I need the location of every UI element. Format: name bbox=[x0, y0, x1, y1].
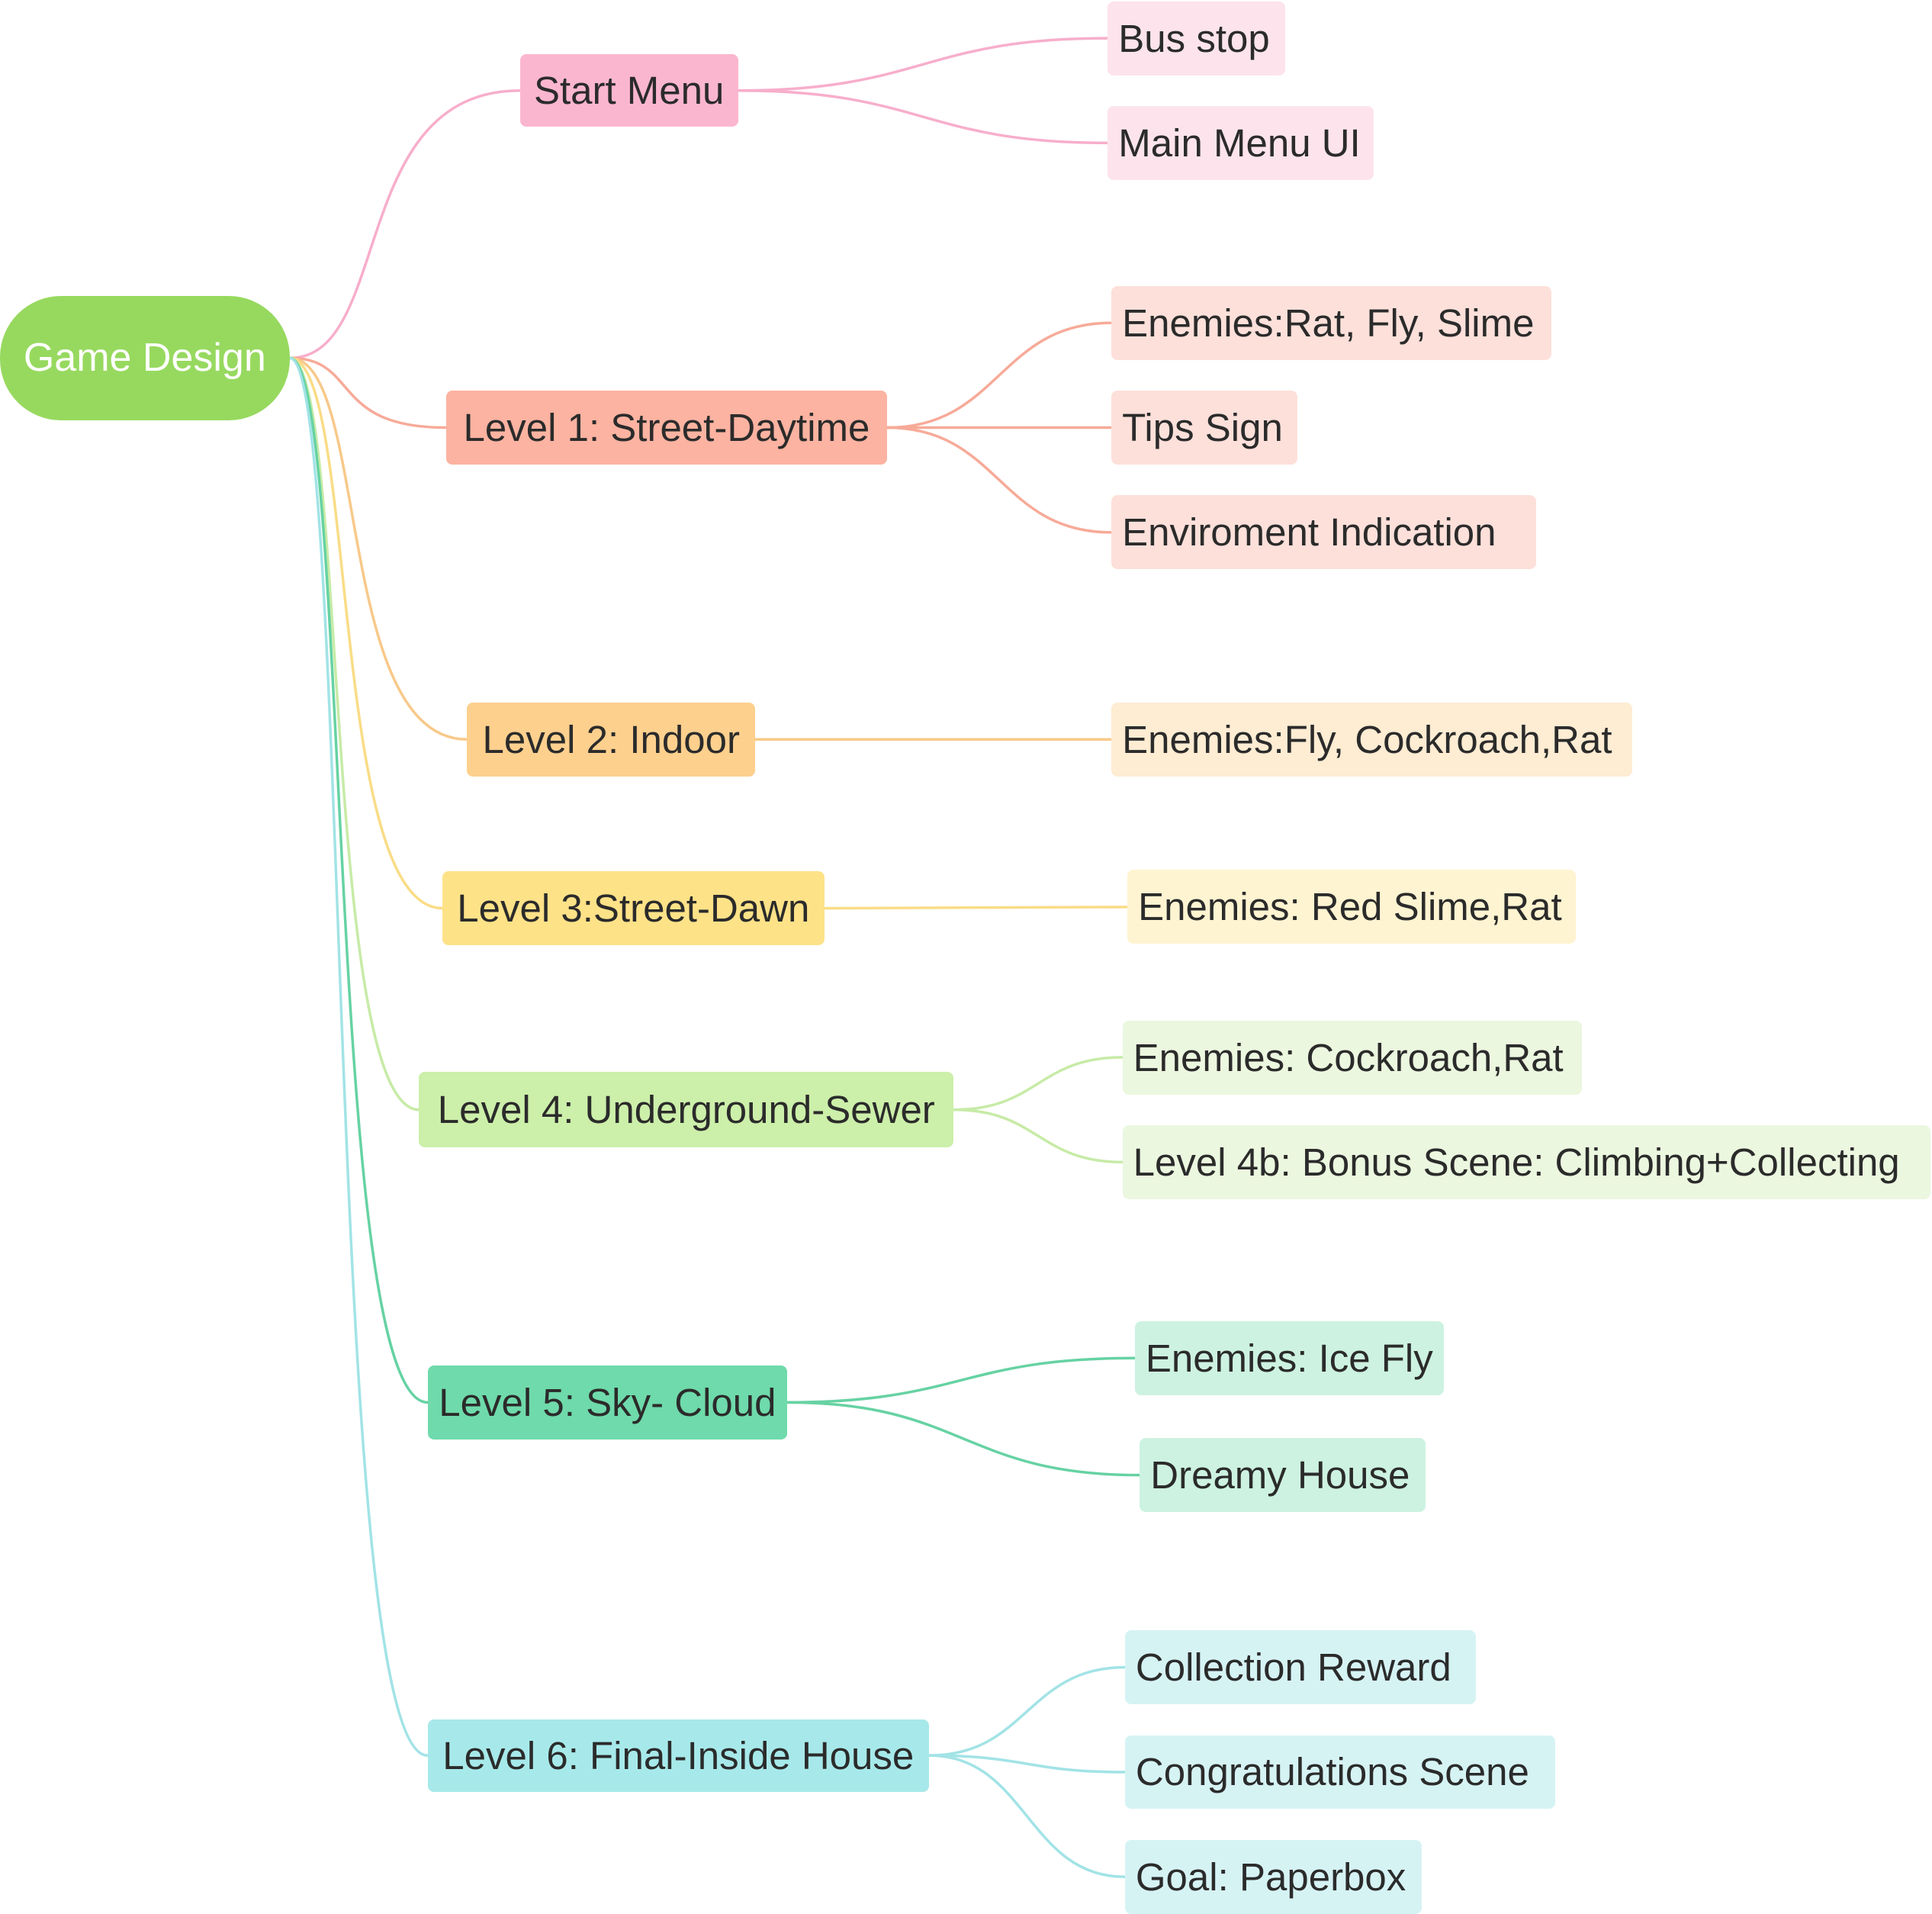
leaf-node-level-4b-bonus[interactable]: Level 4b: Bonus Scene: Climbing+Collecti… bbox=[1122, 1124, 1931, 1199]
leaf-node-goal-paperbox[interactable]: Goal: Paperbox bbox=[1124, 1839, 1422, 1914]
leaf-node-level-2-enemies[interactable]: Enemies:Fly, Cockroach,Rat bbox=[1111, 702, 1633, 777]
leaf-link-0-1 bbox=[736, 88, 1110, 145]
leaf-link-5-0 bbox=[786, 1356, 1136, 1404]
root-link-5 bbox=[288, 356, 429, 1404]
leaf-node-bus-stop[interactable]: Bus stop bbox=[1107, 1, 1285, 76]
leaf-node-level-5-enemies[interactable]: Enemies: Ice Fly bbox=[1134, 1320, 1445, 1395]
branch-node-level-5[interactable]: Level 5: Sky- Cloud bbox=[427, 1365, 788, 1440]
leaf-link-4-1 bbox=[952, 1108, 1124, 1164]
root-link-0 bbox=[288, 88, 522, 360]
branch-node-level-6[interactable]: Level 6: Final-Inside House bbox=[427, 1719, 930, 1792]
leaf-link-1-0 bbox=[886, 321, 1113, 429]
root-node[interactable]: Game Design bbox=[0, 295, 290, 420]
root-link-1 bbox=[288, 356, 448, 429]
branch-node-level-1[interactable]: Level 1: Street-Daytime bbox=[445, 391, 888, 465]
branch-node-level-4[interactable]: Level 4: Underground-Sewer bbox=[419, 1072, 954, 1147]
leaf-node-tips-sign[interactable]: Tips Sign bbox=[1111, 391, 1298, 465]
root-link-6 bbox=[288, 356, 429, 1757]
leaf-link-1-2 bbox=[886, 426, 1113, 534]
leaf-link-5-1 bbox=[786, 1401, 1142, 1477]
leaf-node-level-4-enemies[interactable]: Enemies: Cockroach,Rat bbox=[1122, 1020, 1583, 1095]
leaf-link-6-2 bbox=[927, 1754, 1127, 1879]
leaf-link-3-0 bbox=[822, 906, 1129, 910]
branch-node-level-3[interactable]: Level 3:Street-Dawn bbox=[442, 871, 825, 946]
leaf-link-4-0 bbox=[952, 1056, 1124, 1111]
leaf-node-collection-reward[interactable]: Collection Reward bbox=[1124, 1630, 1477, 1705]
leaf-node-enviroment-indication[interactable]: Enviroment Indication bbox=[1111, 495, 1537, 570]
leaf-link-0-0 bbox=[736, 37, 1110, 92]
leaf-link-6-1 bbox=[927, 1754, 1127, 1774]
branch-node-level-2[interactable]: Level 2: Indoor bbox=[467, 702, 756, 777]
root-link-4 bbox=[288, 356, 420, 1111]
leaf-node-congratulations-scene[interactable]: Congratulations Scene bbox=[1124, 1735, 1555, 1809]
branch-node-start-menu[interactable]: Start Menu bbox=[519, 54, 738, 127]
leaf-node-main-menu-ui[interactable]: Main Menu UI bbox=[1107, 105, 1374, 180]
leaf-link-6-0 bbox=[927, 1665, 1127, 1757]
root-link-2 bbox=[288, 356, 468, 741]
root-link-3 bbox=[288, 356, 444, 910]
leaf-node-level-1-enemies[interactable]: Enemies:Rat, Fly, Slime bbox=[1111, 285, 1551, 360]
leaf-node-level-3-enemies[interactable]: Enemies: Red Slime,Rat bbox=[1127, 870, 1577, 944]
leaf-node-dreamy-house[interactable]: Dreamy House bbox=[1140, 1438, 1426, 1513]
